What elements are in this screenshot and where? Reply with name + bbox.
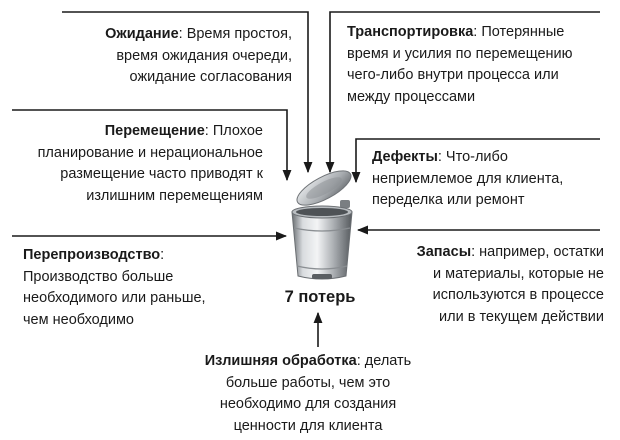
waste-title: Транспортировка [347, 24, 474, 40]
waste-line: между процессами [347, 88, 476, 105]
waste-line: : Время простоя, [178, 26, 292, 42]
waste-line: : например, остатки [471, 244, 604, 260]
waste-line: больше работы, чем это [225, 374, 391, 391]
waste-line: : Что-либо [437, 149, 508, 165]
waste-line: чего-либо внутри процесса или [347, 67, 559, 83]
waste-line: : [160, 247, 165, 263]
waste-line: излишним перемещениям [86, 187, 263, 204]
waste-line: необходимо для создания [219, 396, 397, 412]
center-label: 7 потерь [284, 288, 356, 306]
waste-title: Излишняя обработка [204, 353, 357, 369]
arrow-defects [351, 138, 600, 184]
arrow-transport [325, 11, 600, 174]
arrow-waiting [62, 11, 313, 174]
waste-line: время ожидания очереди, [116, 47, 292, 64]
waste-inventory: Запасы: например, остатки и материалы, к… [417, 242, 604, 328]
waste-line: используются в процессе [432, 287, 604, 303]
waste-line: необходимого или раньше, [23, 290, 206, 306]
waste-line: ценности для клиента [233, 417, 383, 434]
waste-title: Перемещение [104, 123, 205, 139]
waste-line: Производство больше [23, 268, 174, 285]
waste-title: Запасы [416, 244, 472, 260]
waste-line: : делать [356, 353, 412, 369]
waste-line: размещение часто приводят к [60, 166, 263, 182]
waste-line: время и усилия по перемещению [347, 45, 573, 62]
waste-line: неприемлемое для клиента, [372, 170, 564, 187]
waste-title: Дефекты [372, 149, 438, 165]
waste-title: Перепроизводство [23, 247, 161, 263]
arrow-motion [12, 109, 292, 182]
waste-motion: Перемещение: Плохое планирование и нерац… [38, 121, 263, 207]
trash-bin-icon [291, 170, 353, 280]
waste-line: чем необходимо [23, 311, 135, 328]
waste-line: : Потерянные [473, 24, 565, 40]
waste-overprocessing: Излишняя обработка: делать больше работы… [188, 351, 428, 437]
waste-waiting: Ожидание: Время простоя, время ожидания … [105, 24, 292, 89]
waste-line: планирование и нерациональное [37, 144, 263, 161]
waste-transport: Транспортировка: Потерянные время и усил… [347, 22, 573, 108]
waste-line: переделка или ремонт [372, 192, 525, 208]
waste-line: и материалы, которые не [433, 265, 604, 282]
waste-defects: Дефекты: Что-либо неприемлемое для клиен… [372, 147, 563, 212]
waste-line: ожидание согласования [129, 69, 292, 85]
waste-overproduction: Перепроизводство: Производство больше не… [23, 245, 206, 331]
waste-title: Ожидание [105, 26, 179, 42]
waste-line: : Плохое [204, 123, 263, 139]
waste-line: или в текущем действии [439, 308, 604, 325]
